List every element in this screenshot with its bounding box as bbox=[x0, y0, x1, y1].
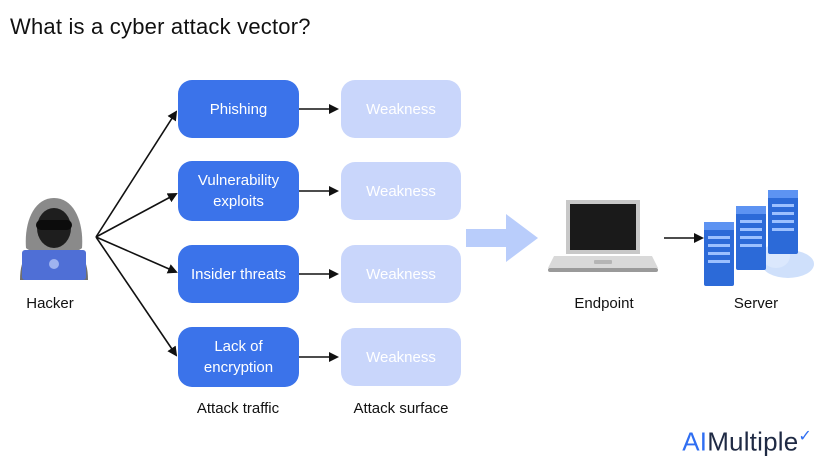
laptop-icon bbox=[548, 196, 660, 283]
vector-encryption-box: Lack of encryption bbox=[178, 327, 299, 387]
attack-surface-label: Attack surface bbox=[353, 400, 449, 417]
big-flow-arrow bbox=[466, 214, 538, 262]
hacker-icon bbox=[14, 192, 94, 287]
brand-tick-icon: ✓ bbox=[798, 428, 812, 446]
vector-phishing-box: Phishing bbox=[178, 80, 299, 138]
brand-logo: AIMultiple✓ bbox=[682, 426, 812, 458]
hacker-to-encryption-arrow bbox=[95, 236, 178, 357]
vector-exploits-box: Vulnerability exploits bbox=[178, 161, 299, 221]
hacker-to-exploits-arrow bbox=[95, 193, 178, 238]
page-title: What is a cyber attack vector? bbox=[10, 14, 311, 39]
vector-insider-box: Insider threats bbox=[178, 245, 299, 303]
hacker-label: Hacker bbox=[26, 295, 74, 312]
brand-prefix: AI bbox=[682, 427, 708, 457]
hacker-to-insider-arrow bbox=[95, 236, 178, 274]
endpoint-label: Endpoint bbox=[574, 295, 634, 312]
weakness-box-2: Weakness bbox=[341, 162, 461, 220]
weakness-box-4: Weakness bbox=[341, 328, 461, 386]
weakness-box-3: Weakness bbox=[341, 245, 461, 303]
hacker-to-phishing-arrow bbox=[95, 110, 178, 238]
server-label: Server bbox=[733, 295, 779, 312]
attack-traffic-label: Attack traffic bbox=[196, 400, 280, 417]
weakness-box-1: Weakness bbox=[341, 80, 461, 138]
server-icon bbox=[702, 186, 820, 293]
brand-name: Multiple bbox=[707, 427, 799, 457]
